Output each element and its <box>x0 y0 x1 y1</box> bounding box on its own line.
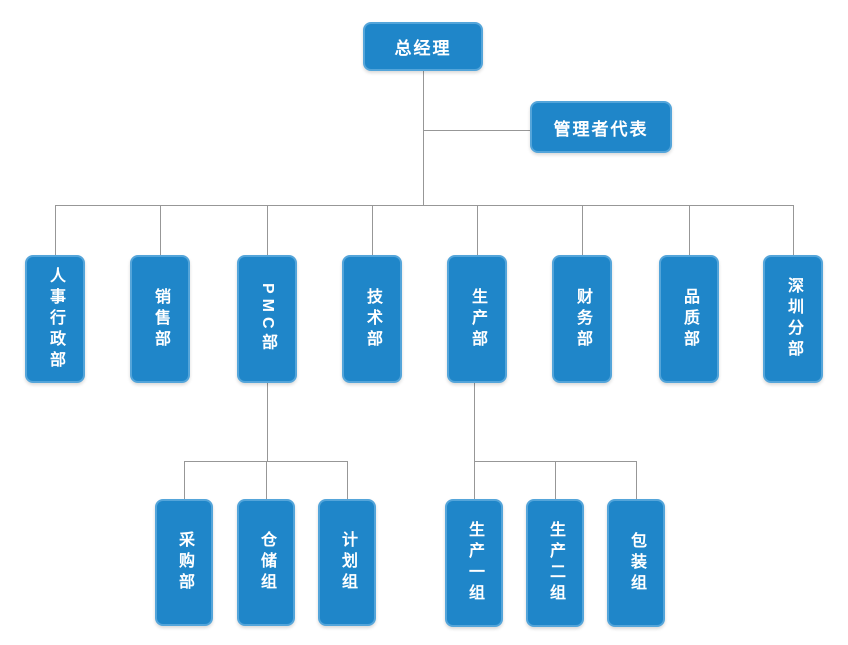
connector-drop-quality <box>689 205 690 255</box>
org-node-label: 包装组 <box>628 531 645 595</box>
org-node-label: PMC部 <box>259 283 276 355</box>
org-node-purchasing-dept: 采购部 <box>155 499 213 626</box>
connector-production-trunk <box>474 383 475 461</box>
org-node-management-representative: 管理者代表 <box>530 101 672 153</box>
org-node-label: 生产二组 <box>547 521 564 605</box>
org-node-tech-dept: 技术部 <box>342 255 402 383</box>
connector-drop-production-team-2 <box>555 461 556 499</box>
org-node-shenzhen-branch: 深圳分部 <box>763 255 823 383</box>
org-node-label: 总经理 <box>394 39 452 58</box>
org-node-label: 计划组 <box>339 531 356 594</box>
connector-drop-warehouse <box>266 461 267 499</box>
connector-staff-branch <box>423 130 531 131</box>
connector-root-trunk <box>423 71 424 205</box>
org-node-label: 管理者代表 <box>553 119 649 139</box>
org-node-planning-group: 计划组 <box>318 499 376 626</box>
connector-drop-shenzhen <box>793 205 794 255</box>
org-node-production-team-2: 生产二组 <box>526 499 584 627</box>
org-node-label: 销售部 <box>152 287 169 351</box>
org-node-packaging-group: 包装组 <box>607 499 665 627</box>
org-node-label: 采购部 <box>176 531 193 594</box>
connector-drop-packaging <box>636 461 637 499</box>
org-node-label: 仓储组 <box>258 531 275 594</box>
connector-drop-planning <box>347 461 348 499</box>
org-node-label: 品质部 <box>681 287 698 351</box>
org-node-label: 财务部 <box>574 287 591 351</box>
connector-drop-production <box>477 205 478 255</box>
org-node-pmc-dept: PMC部 <box>237 255 297 383</box>
connector-departments-bus <box>55 205 793 206</box>
connector-drop-sales <box>160 205 161 255</box>
connector-drop-finance <box>582 205 583 255</box>
org-node-production-dept: 生产部 <box>447 255 507 383</box>
connector-pmc-trunk <box>267 383 268 461</box>
org-node-quality-dept: 品质部 <box>659 255 719 383</box>
connector-drop-pmc <box>267 205 268 255</box>
org-node-production-team-1: 生产一组 <box>445 499 503 627</box>
org-node-label: 人事行政部 <box>47 266 64 372</box>
org-node-label: 深圳分部 <box>785 277 802 361</box>
org-node-warehouse-group: 仓储组 <box>237 499 295 626</box>
org-node-label: 生产部 <box>469 287 486 351</box>
org-node-label: 技术部 <box>364 287 381 351</box>
connector-pmc-bus <box>184 461 347 462</box>
connector-drop-production-team-1 <box>474 461 475 499</box>
connector-drop-purchasing <box>184 461 185 499</box>
org-node-hr-admin-dept: 人事行政部 <box>25 255 85 383</box>
org-node-finance-dept: 财务部 <box>552 255 612 383</box>
connector-drop-tech <box>372 205 373 255</box>
org-node-label: 生产一组 <box>466 521 483 605</box>
connector-drop-hr-admin <box>55 205 56 255</box>
org-node-general-manager: 总经理 <box>363 22 483 71</box>
org-node-sales-dept: 销售部 <box>130 255 190 383</box>
